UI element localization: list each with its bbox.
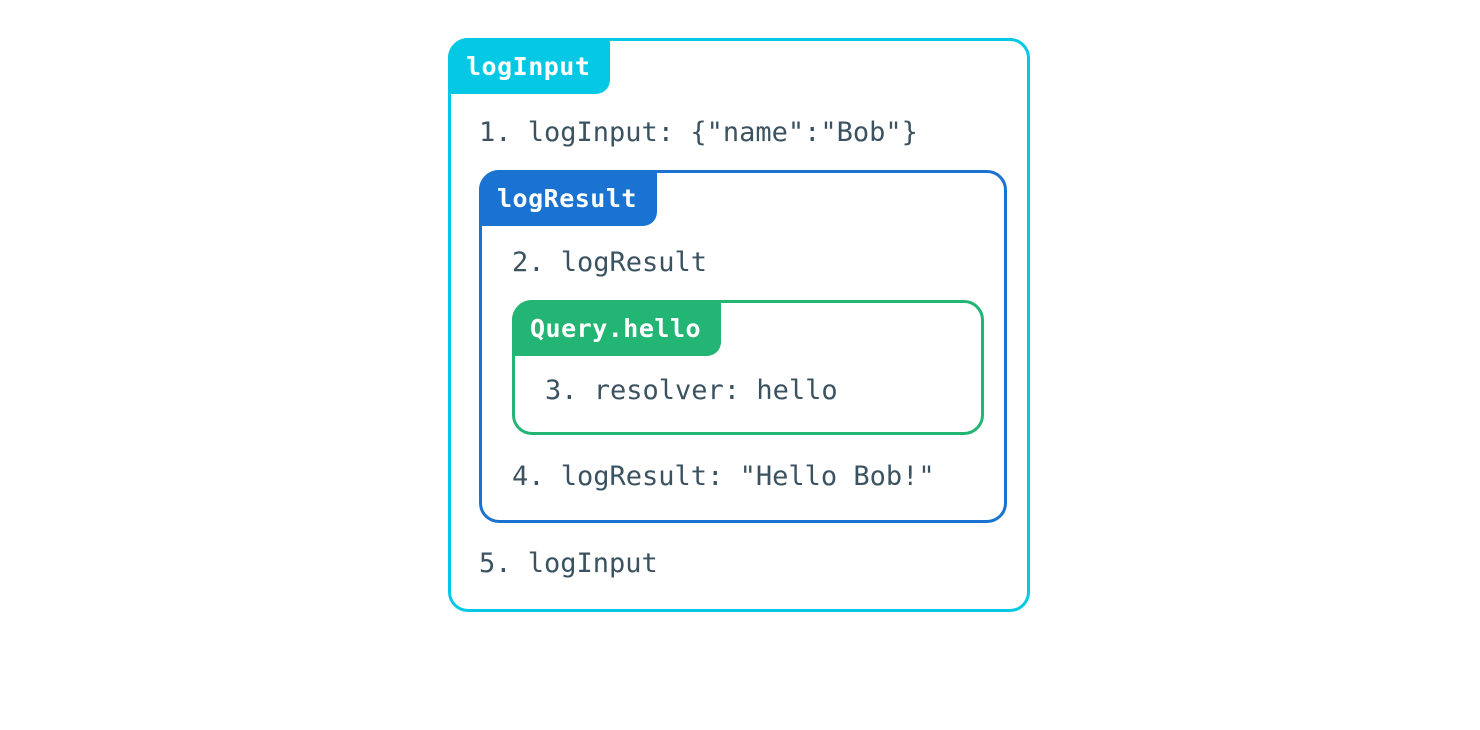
log-line-5: 5. logInput	[479, 548, 658, 580]
log-line-1: 1. logInput: {"name":"Bob"}	[479, 117, 918, 148]
trace-span-query-hello-label: Query.hello	[512, 300, 722, 357]
log-line-3: 3. resolver: hello	[545, 375, 838, 407]
trace-span-query-hello[interactable]: Query.hello 3. resolver: hello	[512, 300, 984, 436]
trace-span-loginput-label: logInput	[448, 38, 611, 94]
trace-span-loginput[interactable]: logInput 1. logInput: {"name":"Bob"} log…	[448, 38, 1030, 613]
trace-span-logresult-label: logResult	[479, 170, 657, 227]
log-line-2: 2. logResult	[512, 247, 708, 279]
log-line-4: 4. logResult: "Hello Bob!"	[512, 461, 935, 493]
trace-span-logresult-body: 2. logResult Query.hello 3. resolver: he…	[482, 173, 1004, 520]
trace-span-loginput-body: 1. logInput: {"name":"Bob"} logResult 2.…	[451, 41, 1027, 609]
trace-span-query-hello-body: 3. resolver: hello	[515, 303, 981, 432]
trace-span-logresult[interactable]: logResult 2. logResult Query.hello 3. re…	[479, 170, 1007, 524]
